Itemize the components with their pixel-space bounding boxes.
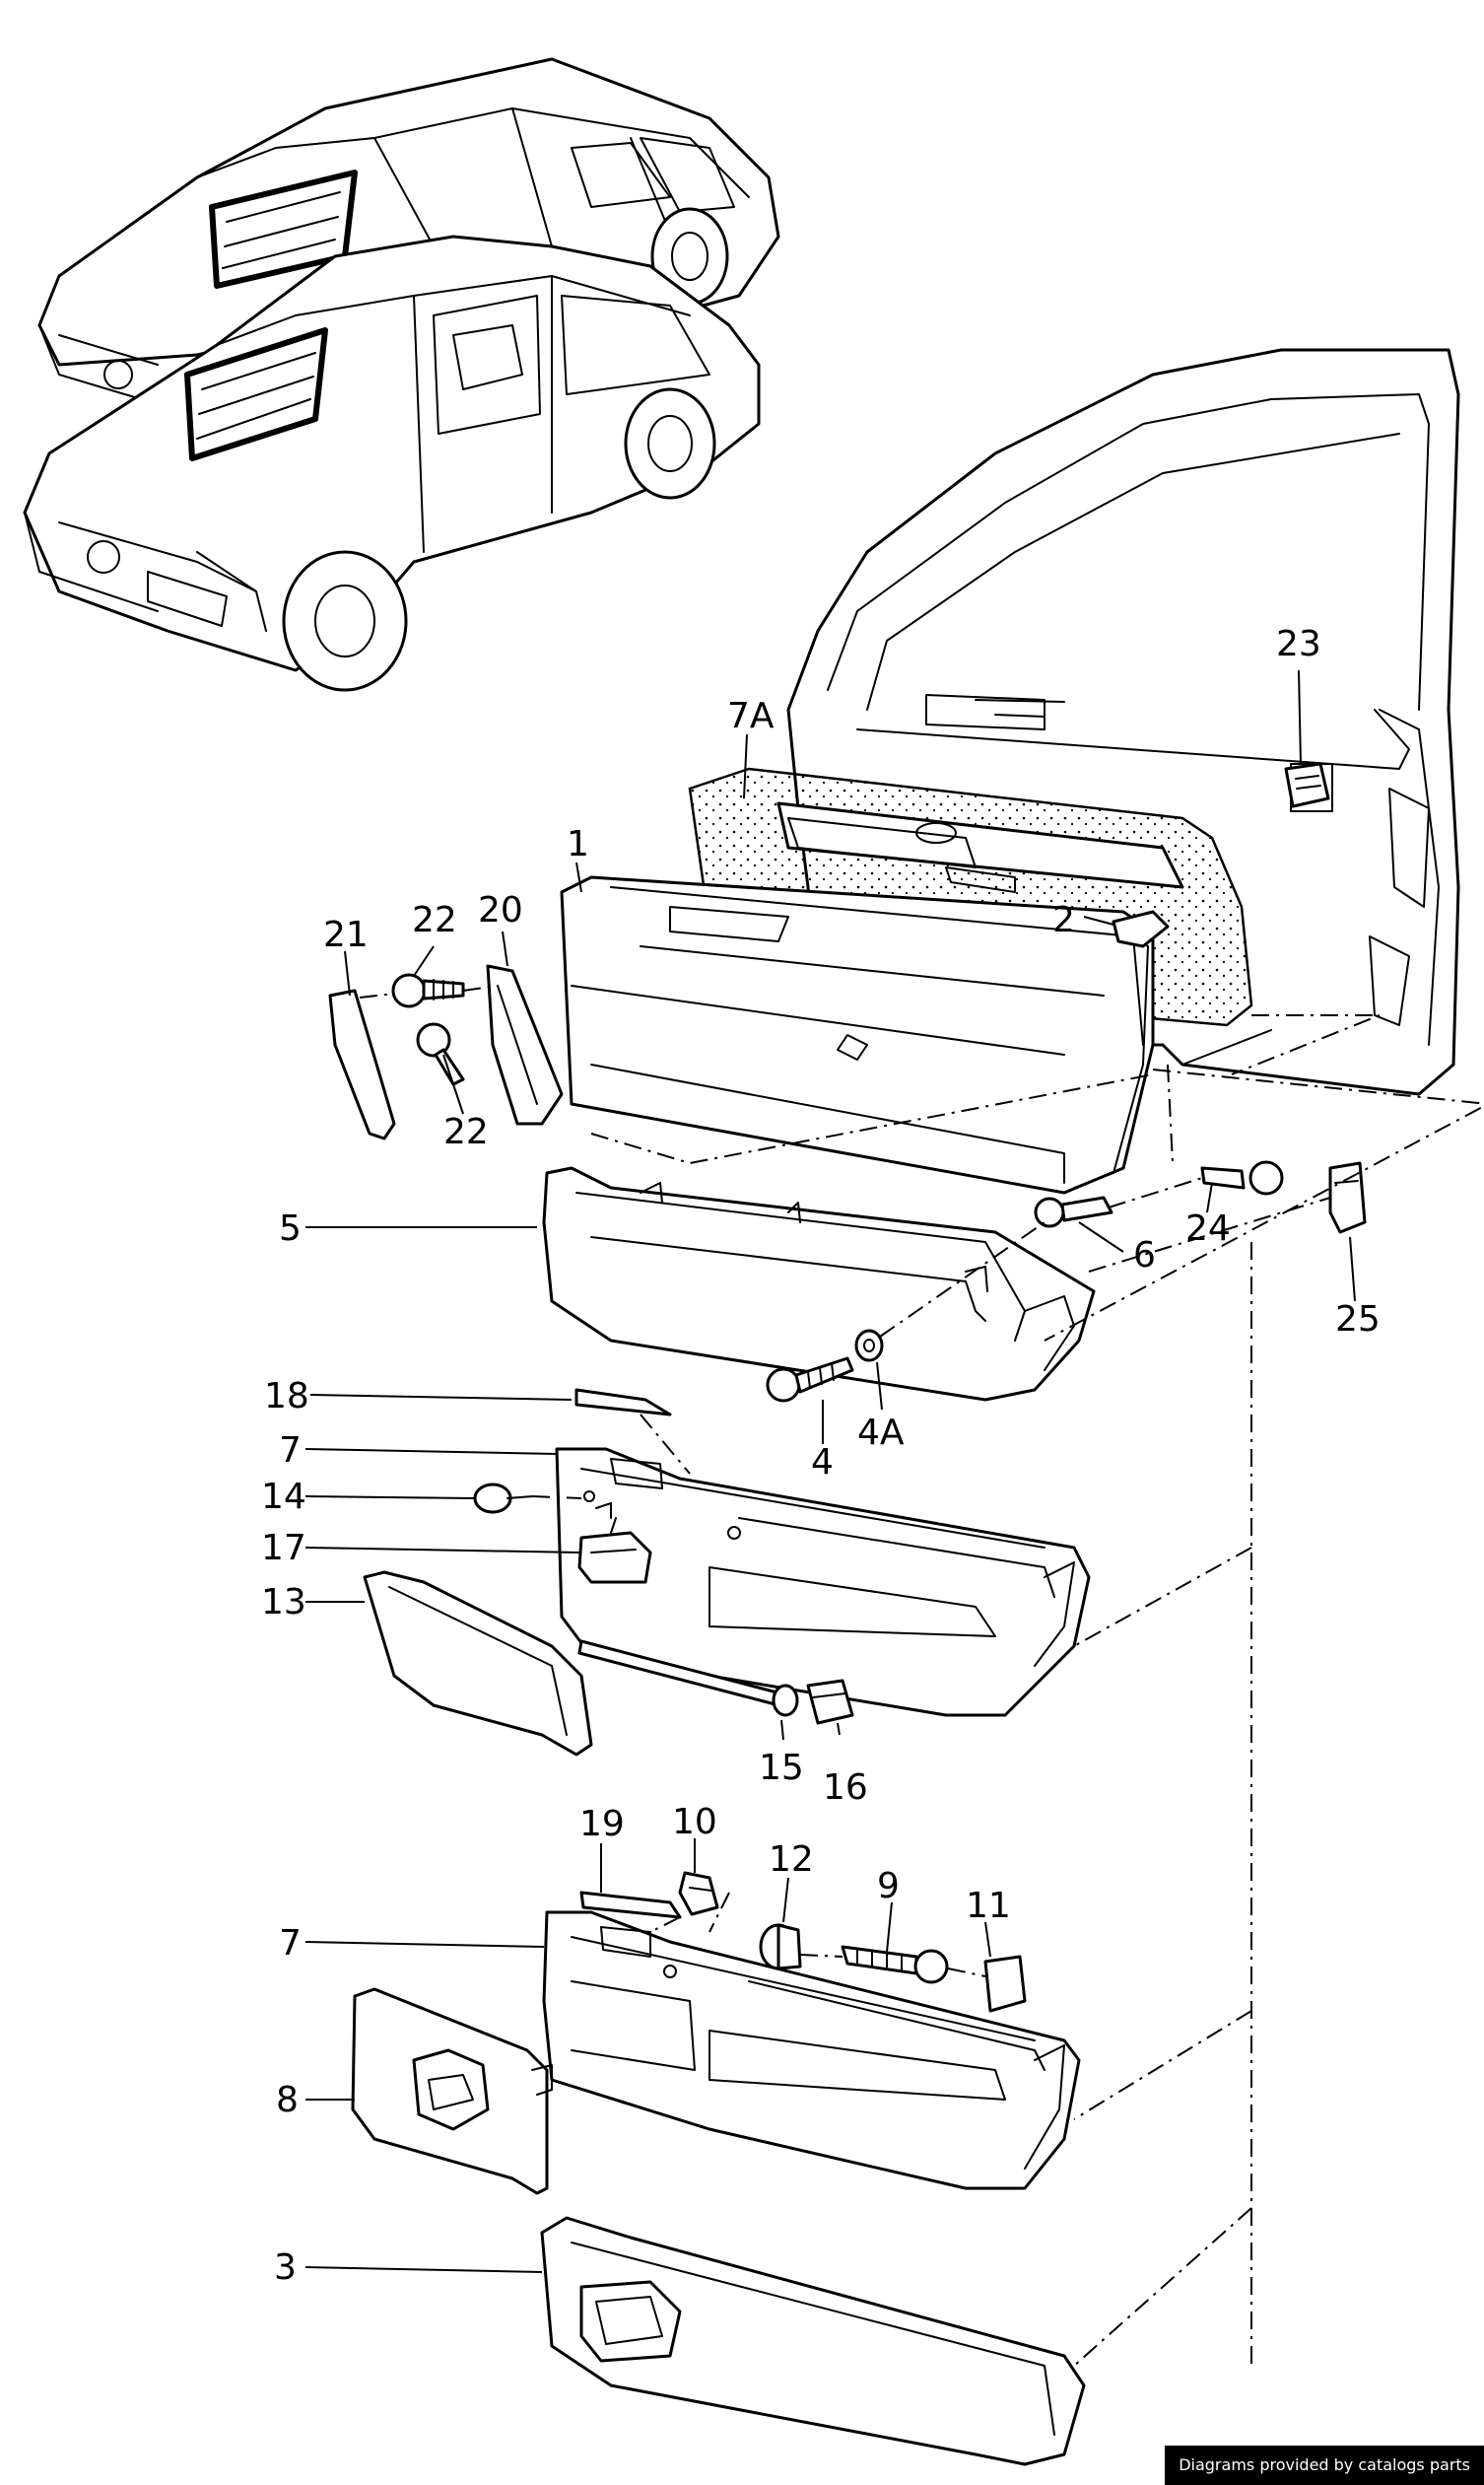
strip-part-18 — [574, 1388, 672, 1416]
screw-part-22-bottom — [416, 1022, 465, 1086]
vw-badge-icon — [87, 540, 120, 574]
label-part-4: 4 — [811, 1442, 834, 1483]
label-part-9: 9 — [877, 1866, 900, 1906]
label-part-1: 1 — [567, 824, 589, 864]
label-part-24: 24 — [1185, 1208, 1231, 1249]
pocket-part-13 — [363, 1570, 593, 1757]
washer-part-4A — [854, 1329, 884, 1362]
screw-part-4 — [766, 1356, 854, 1403]
assembly-lines — [359, 985, 1484, 2367]
clip-part-6 — [1034, 1196, 1113, 1228]
bracket-part-25 — [1328, 1161, 1367, 1234]
knob-part-14 — [473, 1483, 533, 1514]
label-part-3: 3 — [274, 2247, 297, 2288]
sedan-car-illustration — [23, 235, 761, 692]
clip-part-10 — [678, 1871, 719, 1916]
screw-part-9 — [841, 1945, 949, 1984]
label-part-21: 21 — [323, 915, 369, 955]
label-part-18: 18 — [264, 1376, 309, 1416]
label-part-7A: 7A — [727, 696, 775, 736]
label-part-11: 11 — [966, 1886, 1011, 1926]
label-part-22-bottom: 22 — [443, 1112, 489, 1152]
label-part-25: 25 — [1335, 1299, 1381, 1340]
label-part-13: 13 — [261, 1582, 306, 1622]
label-part-23: 23 — [1276, 624, 1321, 664]
clip-part-2 — [1112, 910, 1170, 948]
handle-panel-8 — [351, 1987, 553, 2195]
leader-lines — [304, 669, 1356, 2273]
label-part-20: 20 — [478, 890, 523, 931]
label-part-2: 2 — [1052, 900, 1075, 940]
label-part-7-upper: 7 — [279, 1430, 302, 1471]
bush-part-12 — [759, 1923, 802, 1970]
attribution-watermark: Diagrams provided by catalogs parts — [1165, 2446, 1484, 2485]
bracket-part-17 — [577, 1517, 652, 1584]
cover-part-21 — [328, 989, 396, 1140]
label-part-17: 17 — [261, 1528, 306, 1568]
screw-part-22-top — [391, 973, 465, 1008]
label-part-15: 15 — [759, 1748, 804, 1788]
label-part-7-lower: 7 — [279, 1923, 302, 1964]
door-panel-7-lower — [542, 1910, 1081, 2190]
lower-panel-3 — [540, 2216, 1086, 2466]
label-part-6: 6 — [1133, 1235, 1156, 1276]
label-part-5: 5 — [279, 1208, 302, 1249]
knob-part-16 — [806, 1679, 854, 1725]
label-part-22-top: 22 — [412, 900, 457, 940]
label-part-8: 8 — [276, 2080, 299, 2120]
rod-part-15 — [577, 1639, 799, 1717]
label-part-10: 10 — [672, 1802, 717, 1842]
trim-strip-20 — [486, 964, 564, 1126]
armrest-panel-5 — [542, 1166, 1096, 1402]
screw-part-24 — [1200, 1160, 1284, 1196]
vw-badge-icon — [103, 360, 133, 389]
label-part-16: 16 — [823, 1767, 868, 1808]
latch-part-23 — [1284, 762, 1330, 808]
label-part-19: 19 — [579, 1804, 625, 1844]
label-part-4A: 4A — [857, 1413, 905, 1453]
cap-part-11 — [983, 1955, 1027, 2013]
label-part-12: 12 — [769, 1839, 814, 1880]
door-trim-panel-1 — [560, 875, 1155, 1195]
label-part-14: 14 — [261, 1477, 306, 1517]
part-labels: 1 2 3 4 4A 5 6 7 7 7A 8 9 10 11 12 13 14… — [261, 624, 1381, 2288]
